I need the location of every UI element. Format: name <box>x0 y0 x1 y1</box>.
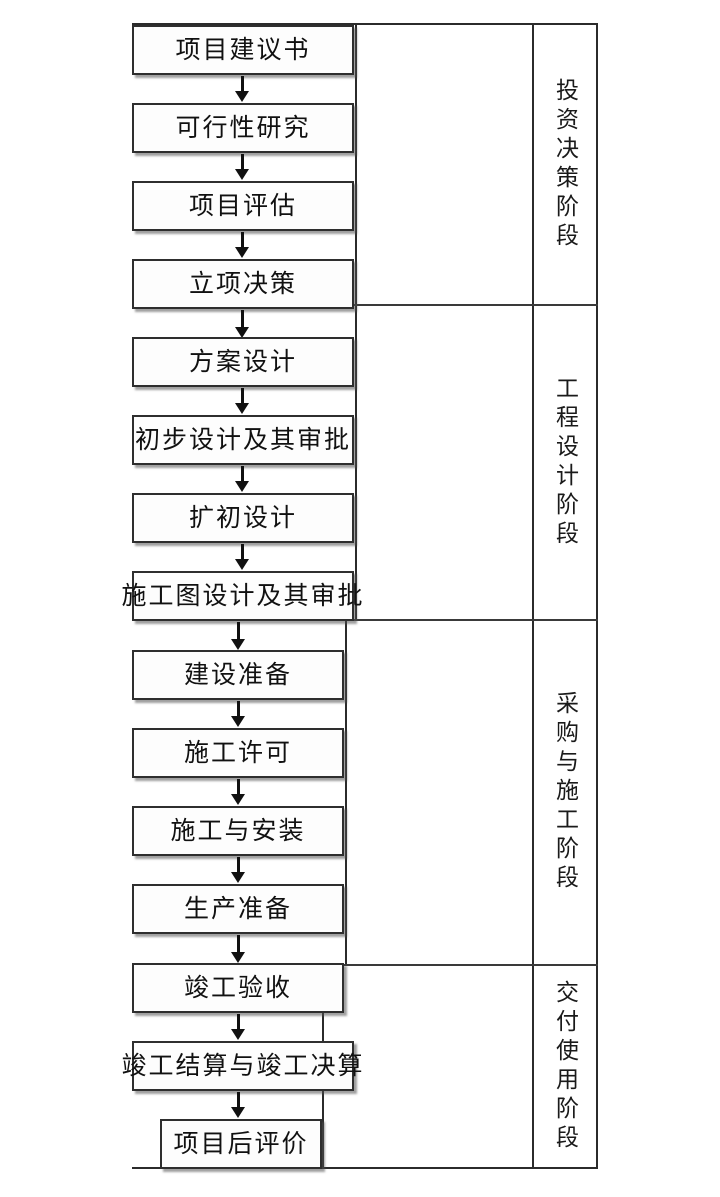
node-step-project-appraisal[interactable]: 项目评估 <box>132 181 354 231</box>
frame-top-border <box>132 23 598 25</box>
arrow-connector <box>231 935 245 963</box>
arrow-connector <box>235 76 249 102</box>
arrow-connector <box>231 1092 245 1118</box>
node-step-preliminary-design-review[interactable]: 初步设计及其审批 <box>132 415 354 465</box>
node-step-extended-preliminary[interactable]: 扩初设计 <box>132 493 354 543</box>
arrow-connector <box>235 544 249 570</box>
arrow-connector <box>231 857 245 883</box>
node-step-construction-preparation[interactable]: 建设准备 <box>132 650 344 700</box>
phase-label-text: 采购与施工阶段 <box>552 691 578 894</box>
phase-label-text: 投资决策阶段 <box>552 77 578 252</box>
arrow-connector <box>231 1014 245 1040</box>
node-step-post-evaluation[interactable]: 项目后评价 <box>160 1119 322 1169</box>
node-label: 竣工结算与竣工决算 <box>121 1052 365 1080</box>
node-label: 初步设计及其审批 <box>134 426 351 454</box>
frame-inner-divider-section1 <box>355 23 357 305</box>
phase-separator-1 <box>132 304 598 306</box>
node-label: 建设准备 <box>183 661 292 689</box>
node-step-completion-acceptance[interactable]: 竣工验收 <box>132 963 344 1013</box>
node-step-final-settlement[interactable]: 竣工结算与竣工决算 <box>122 1041 363 1091</box>
node-step-construction-permit[interactable]: 施工许可 <box>132 728 344 778</box>
arrow-connector <box>231 779 245 805</box>
frame-inner-divider-section3 <box>345 620 347 965</box>
phase-label-procurement-construction: 采购与施工阶段 <box>534 621 596 964</box>
node-step-approval-decision[interactable]: 立项决策 <box>132 259 354 309</box>
phase-label-engineering-design: 工程设计阶段 <box>534 306 596 619</box>
phase-separator-2 <box>132 619 598 621</box>
node-label: 立项决策 <box>188 270 297 298</box>
node-label: 竣工验收 <box>183 974 292 1002</box>
phase-label-investment-decision: 投资决策阶段 <box>534 25 596 304</box>
arrow-connector <box>231 701 245 727</box>
arrow-connector <box>235 154 249 180</box>
arrow-connector <box>235 388 249 414</box>
node-step-scheme-design[interactable]: 方案设计 <box>132 337 354 387</box>
arrow-connector <box>235 232 249 258</box>
frame-bottom-border <box>132 1167 598 1169</box>
node-label: 项目后评价 <box>173 1130 309 1158</box>
node-label: 可行性研究 <box>175 114 311 142</box>
node-step-feasibility-study[interactable]: 可行性研究 <box>132 103 354 153</box>
node-step-construction-installation[interactable]: 施工与安装 <box>132 806 344 856</box>
node-step-project-proposal[interactable]: 项目建议书 <box>132 25 354 75</box>
node-label: 施工许可 <box>183 739 292 767</box>
frame-right-border <box>596 23 598 1169</box>
arrow-connector <box>231 622 245 650</box>
phase-label-delivery-use: 交付使用阶段 <box>534 966 596 1167</box>
node-step-construction-drawing[interactable]: 施工图设计及其审批 <box>122 571 363 621</box>
node-label: 项目评估 <box>188 192 297 220</box>
arrow-connector <box>235 310 249 338</box>
phase-separator-3 <box>132 964 598 966</box>
node-label: 项目建议书 <box>175 36 311 64</box>
node-label: 扩初设计 <box>188 504 297 532</box>
node-label: 施工与安装 <box>170 817 306 845</box>
frame-inner-divider-section2 <box>355 305 357 620</box>
node-label: 方案设计 <box>188 348 297 376</box>
arrow-connector <box>235 466 249 492</box>
frame-phase-column-divider <box>532 23 534 1169</box>
phase-label-text: 工程设计阶段 <box>552 375 578 550</box>
node-label: 生产准备 <box>183 895 292 923</box>
node-step-production-preparation[interactable]: 生产准备 <box>132 884 344 934</box>
phase-label-text: 交付使用阶段 <box>552 979 578 1154</box>
node-label: 施工图设计及其审批 <box>121 582 365 610</box>
